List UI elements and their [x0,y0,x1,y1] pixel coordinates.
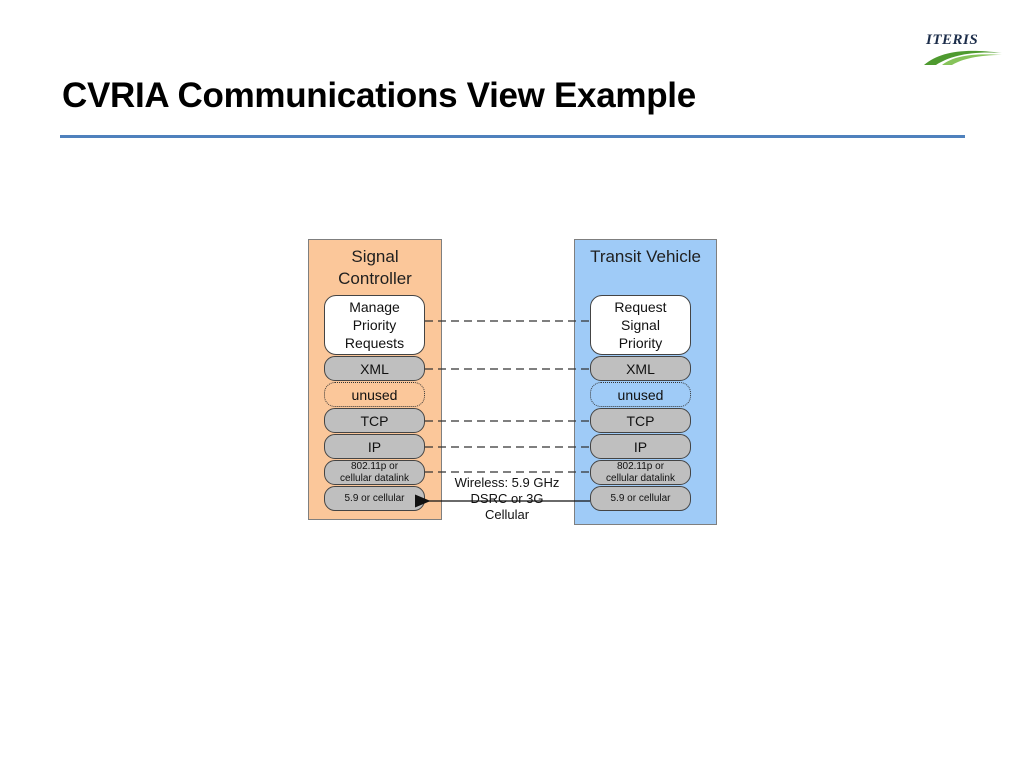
left-physical-layer: 5.9 or cellular [324,486,425,511]
right-ip-layer: IP [590,434,691,459]
left-unused-layer: unused [324,382,425,407]
right-datalink-layer: 802.11p or cellular datalink [590,460,691,485]
right-unused-layer: unused [590,382,691,407]
road-swoosh-icon [924,50,1002,65]
right-physical-layer: 5.9 or cellular [590,486,691,511]
title-rule [60,135,965,138]
right-xml-layer: XML [590,356,691,381]
left-datalink-layer: 802.11p or cellular datalink [324,460,425,485]
right-tcp-layer: TCP [590,408,691,433]
panel-title-signal-controller: Signal Controller [338,247,412,288]
wireless-link-label: Wireless: 5.9 GHz DSRC or 3G Cellular [454,475,560,522]
left-app-box: Manage Priority Requests [324,295,425,355]
slide-title: CVRIA Communications View Example [62,76,696,115]
right-app-box: Request Signal Priority [590,295,691,355]
left-ip-layer: IP [324,434,425,459]
panel-title-transit-vehicle: Transit Vehicle [590,247,701,266]
company-logo: ITERIS [922,30,1004,68]
left-xml-layer: XML [324,356,425,381]
logo-wordmark: ITERIS [926,32,979,48]
left-tcp-layer: TCP [324,408,425,433]
